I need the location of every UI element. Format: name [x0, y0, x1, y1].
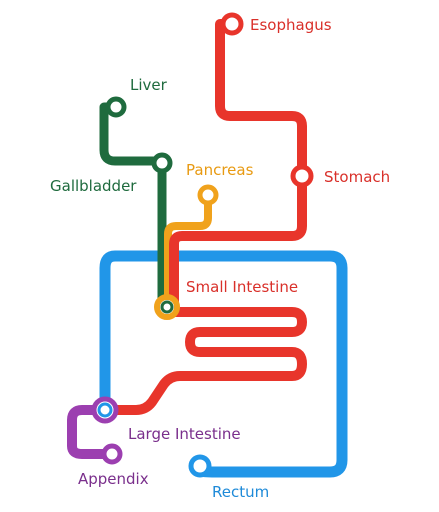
- liver-station: [105, 96, 127, 118]
- pancreas-station: [197, 184, 219, 206]
- small-intestine-label: Small Intestine: [186, 278, 298, 296]
- small-intestine-station-inner: [160, 300, 174, 314]
- esophagus-stomach-line: [100, 19, 307, 415]
- esophagus-station: [220, 12, 244, 36]
- rectum-station: [188, 454, 212, 478]
- appendix-label: Appendix: [78, 470, 149, 488]
- large-intestine-station: [91, 396, 119, 424]
- gallbladder-station: [151, 152, 173, 174]
- appendix-station: [101, 443, 123, 465]
- liver-label: Liver: [130, 76, 168, 94]
- pancreas-label: Pancreas: [186, 161, 254, 179]
- stomach-station: [290, 164, 314, 188]
- appendix-line: [67, 405, 117, 459]
- large-intestine-label: Large Intestine: [128, 425, 241, 443]
- esophagus-label: Esophagus: [250, 16, 332, 34]
- pancreas-line: [164, 196, 212, 309]
- large-intestine-station-inner: [97, 402, 113, 418]
- stomach-label: Stomach: [324, 168, 390, 186]
- liver-gallbladder-line: [99, 102, 167, 310]
- rectum-label: Rectum: [212, 483, 269, 501]
- gallbladder-label: Gallbladder: [50, 177, 137, 195]
